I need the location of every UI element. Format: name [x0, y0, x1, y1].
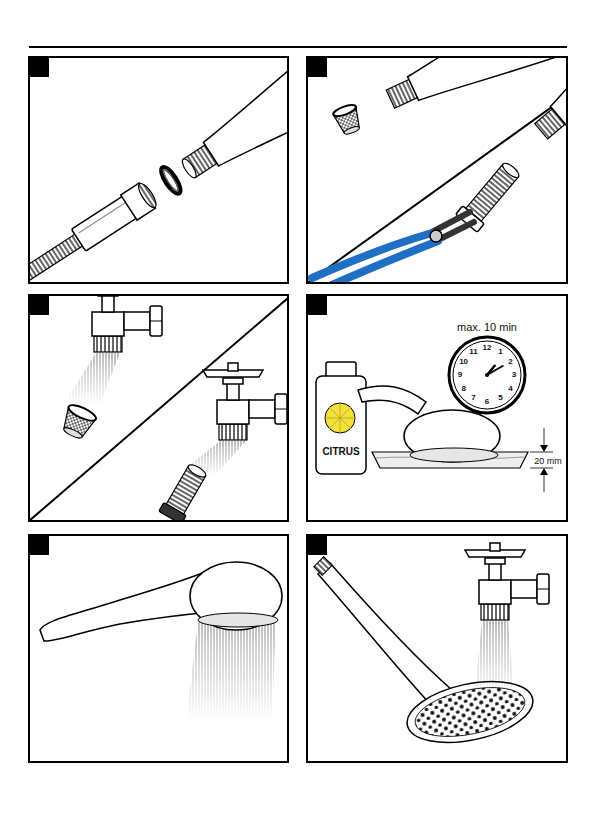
filter-removal-figure-part — [430, 230, 442, 242]
descaling-figure-part — [530, 468, 553, 469]
clock-number: 12 — [483, 344, 492, 352]
hose-disconnect-figure-part-part — [161, 168, 180, 193]
hose-disconnect-figure-part-part — [158, 165, 183, 196]
shower-flush-figure-part — [198, 613, 278, 627]
descaling-figure-part — [325, 403, 355, 433]
panel-frame-part — [307, 295, 567, 521]
step-marker-part — [307, 57, 327, 77]
filter-removal-figure-part-part — [343, 125, 360, 135]
nozzle-rinse-figure-part — [474, 621, 514, 700]
shower-flush-figure-part — [190, 562, 282, 630]
descaling-figure-part — [453, 341, 521, 409]
step-marker — [29, 57, 327, 555]
step-marker-part — [29, 57, 49, 77]
nozzle-rinse-figure — [314, 543, 549, 753]
descaling-figure-part — [485, 373, 489, 377]
panel-frame-part — [29, 535, 288, 762]
filter-removal-figure-part — [456, 158, 524, 232]
nozzle-rinse-figure-part — [402, 671, 539, 752]
nozzle-rinse-figure-part — [318, 563, 452, 706]
clock-number: 9 — [458, 371, 462, 379]
header-rule — [29, 46, 567, 48]
hose-disconnect-figure-part-part — [180, 157, 199, 180]
nozzle-rinse-figure-part — [314, 557, 332, 575]
shower-flush-figure-part — [40, 572, 212, 641]
nozzle-rinse-figure-part — [465, 543, 549, 620]
product-label: CITRUS — [322, 447, 359, 457]
filter-removal-figure-part-part — [332, 103, 357, 119]
panel-frame-part — [29, 57, 288, 283]
filter-removal-figure-part — [325, 241, 438, 282]
clock-number: 7 — [471, 394, 475, 402]
panel-frame-part — [307, 57, 567, 283]
hose-disconnect-figure — [30, 58, 287, 282]
filter-removal-figure-part-part — [398, 58, 566, 121]
clock-number: 6 — [485, 398, 489, 406]
shower-flush-figure — [40, 562, 282, 722]
filter-rinse-figure-part — [78, 296, 162, 352]
filter-rinse-figure-part-part — [67, 402, 98, 424]
panel-frame-part — [29, 295, 288, 521]
descaling-figure-part — [544, 428, 545, 447]
descaling-figure-part — [544, 473, 545, 492]
descaling-figure-part — [540, 445, 548, 452]
filter-rinse-figure-part — [159, 461, 211, 520]
panel-frame-part — [307, 535, 567, 762]
filter-rinse-figure-part-part — [186, 462, 207, 479]
hose-disconnect-figure-part-part — [30, 233, 84, 282]
clock-number: 4 — [508, 385, 512, 393]
panel-frame — [29, 57, 567, 762]
descaling-figure — [316, 337, 553, 492]
filter-removal-figure-part — [522, 58, 566, 154]
filter-removal-figure-part-part — [501, 161, 521, 180]
filter-removal-figure-part — [308, 96, 566, 282]
clock-number: 11 — [469, 348, 477, 356]
descaling-figure-part — [530, 452, 553, 453]
hose-disconnect-figure-part-part — [135, 181, 159, 210]
filter-rinse-figure-part-part — [63, 426, 84, 440]
time-note: max. 10 min — [457, 322, 517, 333]
step-marker-part — [307, 295, 327, 315]
step-marker-part — [29, 295, 49, 315]
filter-rinse-figure-part — [203, 363, 287, 440]
filter-rinse-figure-part-part — [159, 503, 187, 520]
filter-removal-figure-part — [332, 103, 364, 137]
filter-rinse-figure — [30, 296, 287, 520]
descaling-figure-part — [404, 410, 500, 462]
clock-number: 10 — [459, 358, 468, 366]
hose-disconnect-figure-part-part — [79, 203, 126, 233]
descaling-figure-part — [325, 403, 355, 433]
filter-removal-figure — [308, 58, 566, 282]
descaling-figure-part — [487, 366, 503, 375]
dimension: 20 mm — [534, 456, 562, 465]
clock-number: 2 — [508, 358, 512, 366]
filter-removal-figure-part — [438, 222, 474, 240]
clock-number: 8 — [461, 385, 465, 393]
descaling-figure-part — [358, 386, 426, 414]
clock-number: 5 — [498, 394, 502, 402]
hose-disconnect-figure-part — [30, 58, 287, 282]
filter-rinse-figure-part — [58, 402, 98, 442]
hose-disconnect-figure-part-part — [193, 58, 287, 183]
clock-number: 1 — [498, 348, 502, 356]
shower-flush-figure-part — [186, 618, 276, 722]
step-marker-part — [29, 535, 49, 555]
step-marker-part — [307, 535, 327, 555]
descaling-figure-part — [410, 448, 498, 462]
descaling-figure-part — [540, 468, 548, 475]
clock-number: 3 — [512, 371, 516, 379]
filter-rinse-figure-part — [64, 353, 120, 404]
filter-removal-figure-part-part — [540, 58, 566, 139]
descaling-figure-part — [449, 337, 525, 413]
